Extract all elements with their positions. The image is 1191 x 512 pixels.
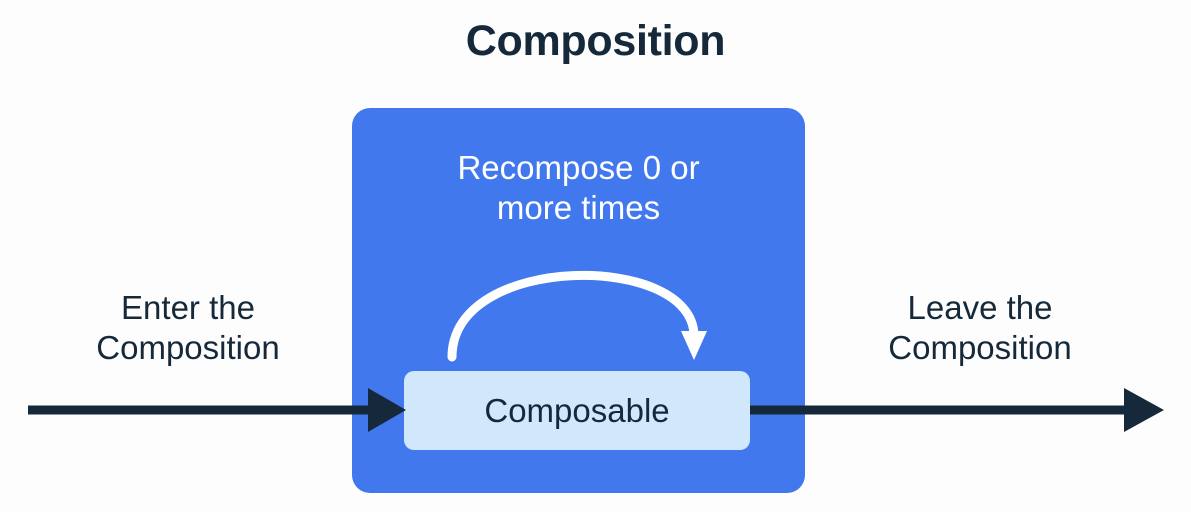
- recompose-caption: Recompose 0 or more times: [457, 149, 700, 227]
- enter-composition-arrow: [28, 388, 406, 432]
- composable-node-box: Composable: [404, 371, 750, 450]
- composable-label: Composable: [484, 392, 670, 429]
- leave-composition-label: Leave the Composition: [888, 289, 1072, 367]
- leave-composition-arrow: [750, 388, 1164, 432]
- enter-composition-label: Enter the Composition: [96, 289, 280, 367]
- leave-arrow-head: [1124, 388, 1164, 432]
- page-title: Composition: [465, 17, 726, 65]
